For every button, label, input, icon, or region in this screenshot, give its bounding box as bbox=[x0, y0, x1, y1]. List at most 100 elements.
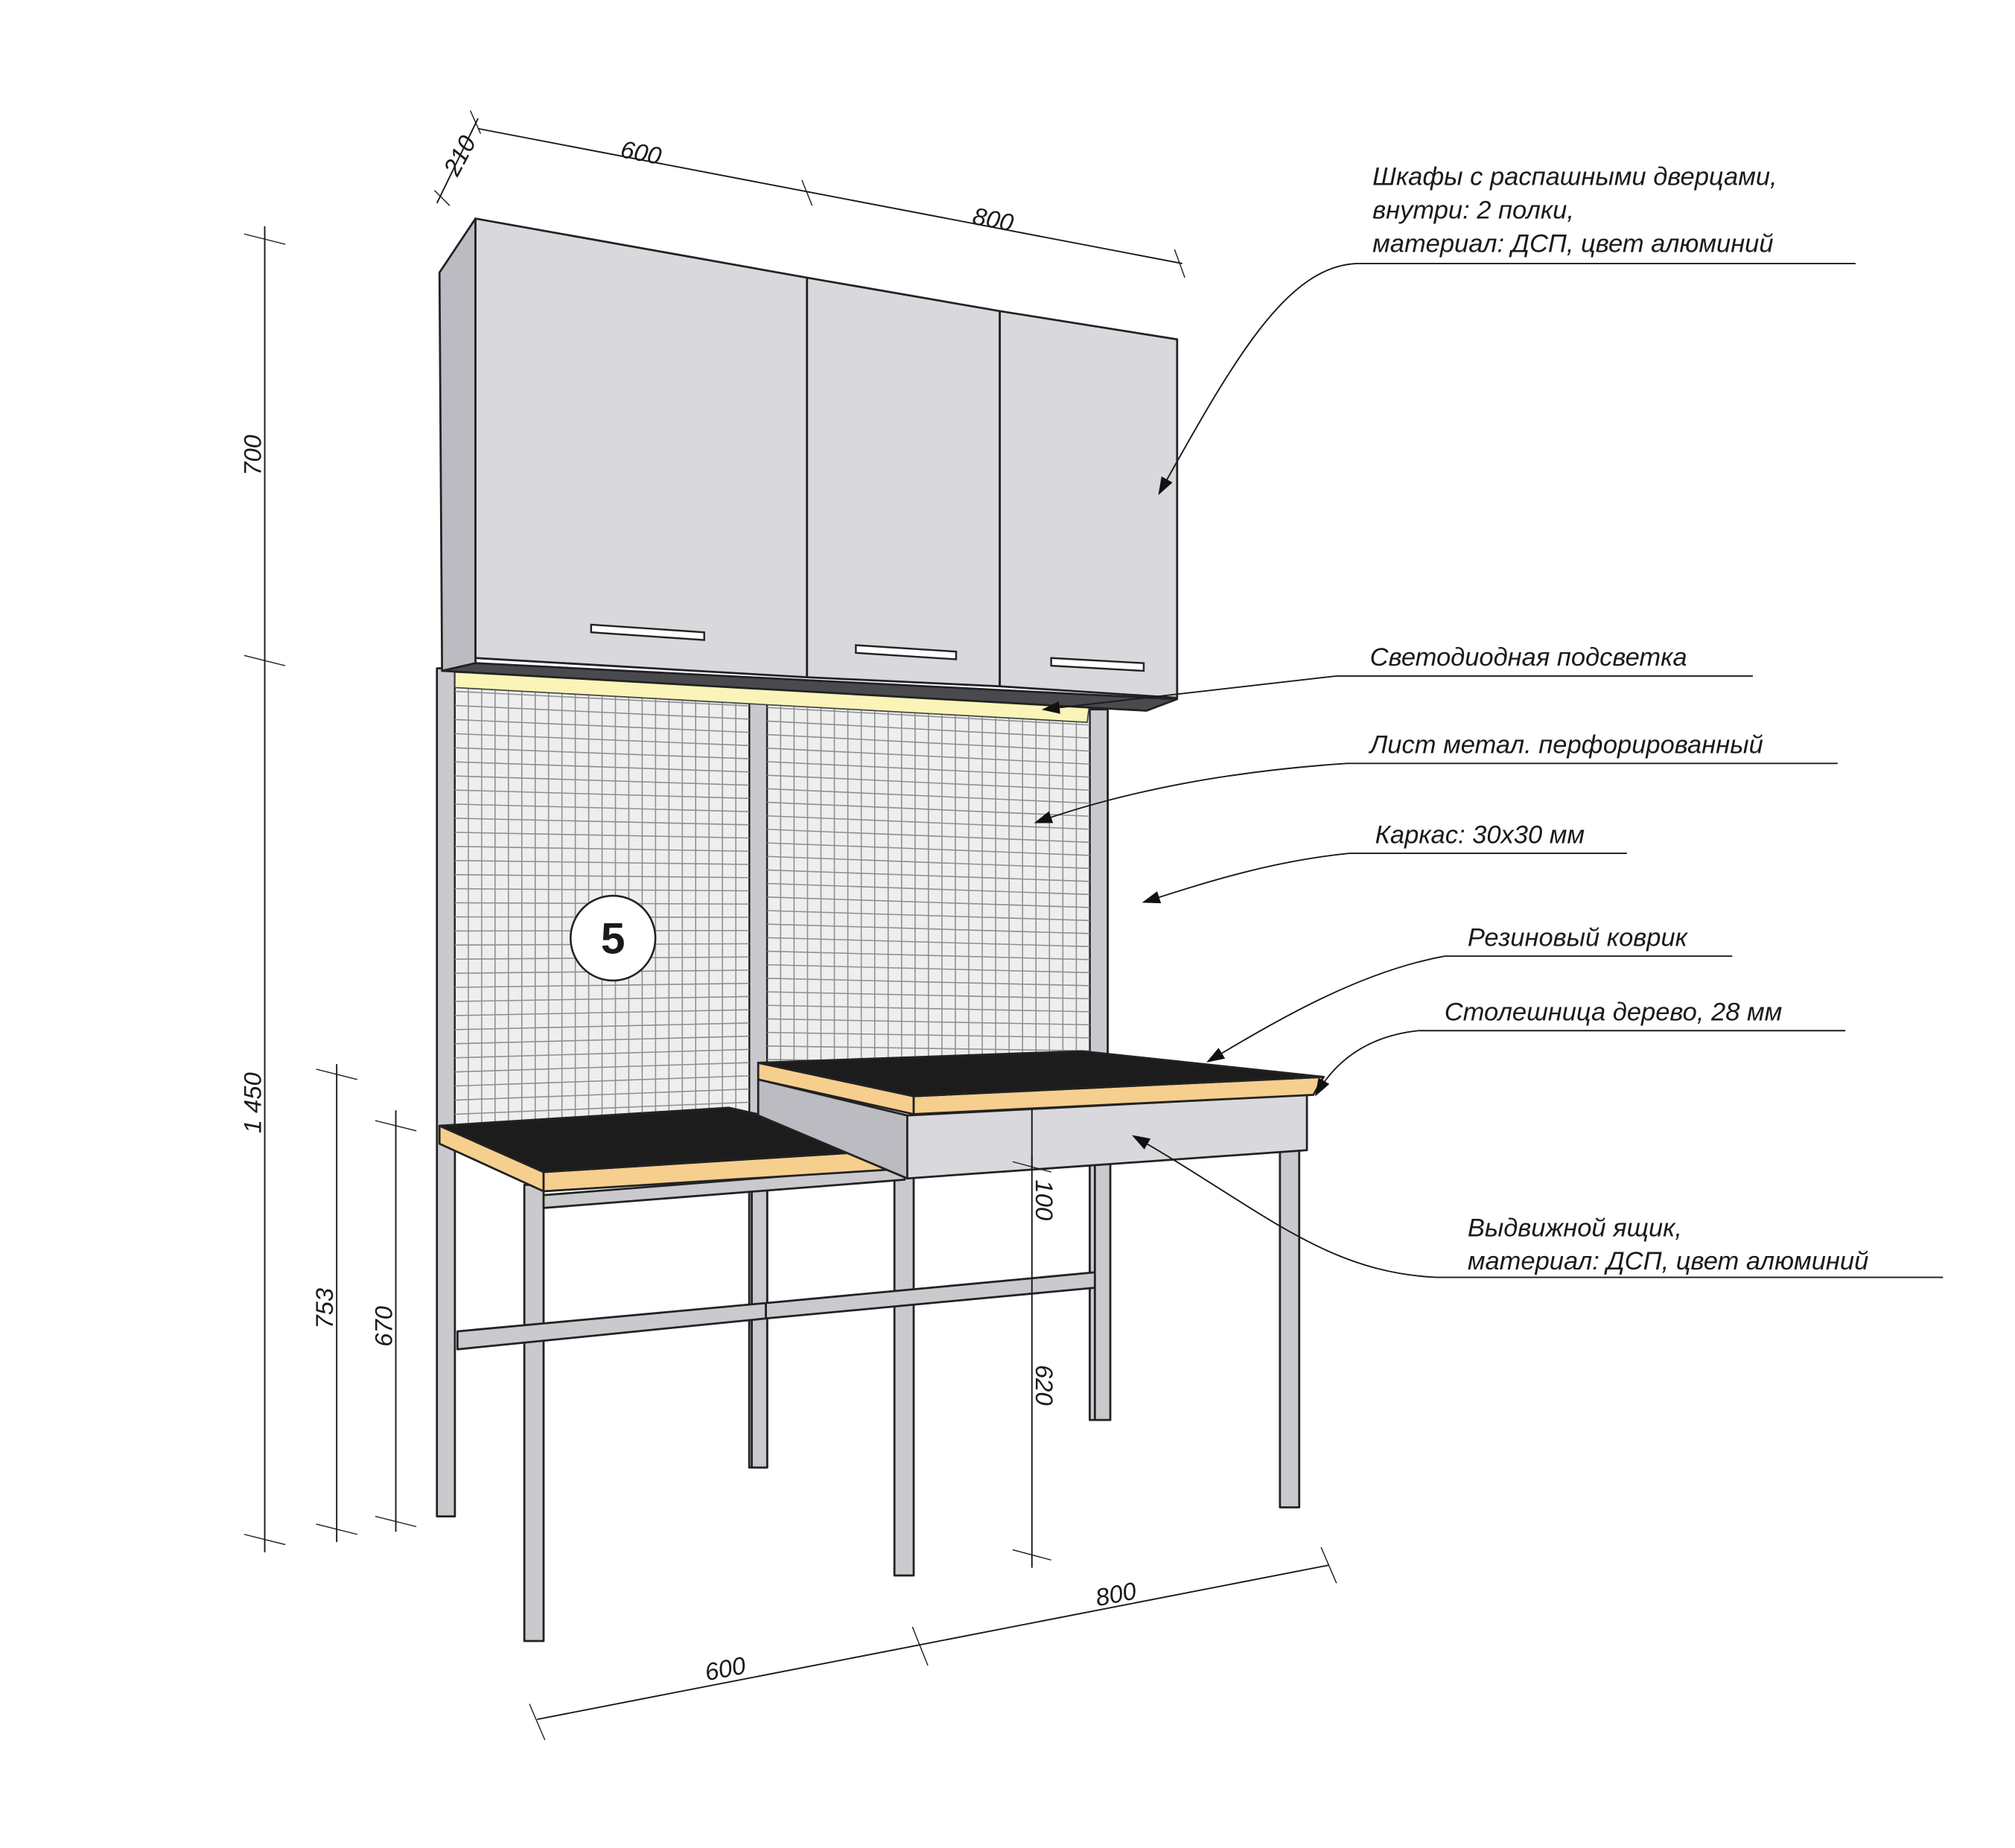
mesh-line bbox=[454, 846, 750, 853]
mesh-line bbox=[454, 832, 750, 839]
mesh-line bbox=[454, 1009, 750, 1016]
callout-cabinets-line3: материал: ДСП, цвет алюминий bbox=[1372, 229, 1773, 258]
callout-drawer-line1: Выдвижной ящик, bbox=[1468, 1214, 1682, 1242]
stretcher-left bbox=[456, 1301, 767, 1351]
callout-cabinets-line2: внутри: 2 полки, bbox=[1372, 197, 1574, 225]
dim-drawer-height: 100 bbox=[1031, 1179, 1058, 1220]
mesh-line bbox=[767, 869, 1090, 882]
dim-high-table: 753 bbox=[311, 1288, 338, 1329]
callout-led: Светодиодная подсветка bbox=[1370, 643, 1687, 672]
mesh-line bbox=[767, 1018, 1090, 1026]
mesh-line bbox=[767, 856, 1090, 870]
callout-drawer-leader bbox=[1132, 1135, 1437, 1278]
mesh-line bbox=[454, 873, 750, 879]
dim-cab-depth: 210 bbox=[437, 131, 481, 181]
mesh-line bbox=[767, 910, 1090, 922]
mesh-line bbox=[767, 923, 1090, 934]
dim-bottom-width-right: 800 bbox=[1093, 1577, 1139, 1612]
dim-bottom-width-left: 600 bbox=[702, 1651, 748, 1686]
high-table-rubber-mat bbox=[757, 1050, 1325, 1097]
mesh-line bbox=[454, 1048, 750, 1059]
cabinet-handle-left bbox=[590, 623, 705, 641]
mesh-line bbox=[767, 733, 1090, 752]
mesh-line bbox=[767, 842, 1090, 856]
mesh-line bbox=[454, 803, 750, 812]
cabinet-handle-middle bbox=[855, 644, 958, 660]
mesh-line bbox=[767, 707, 1090, 726]
mesh-line bbox=[767, 1031, 1090, 1039]
cabinet-side-face bbox=[438, 217, 477, 672]
callout-cabinets-leader bbox=[1158, 263, 1360, 495]
mesh-line bbox=[454, 1075, 750, 1087]
callouts: Шкафы с распашными дверцами, внутри: 2 п… bbox=[1034, 163, 1944, 1278]
callout-frame-leader bbox=[1142, 853, 1350, 904]
cabinet-handle-right bbox=[1050, 657, 1145, 672]
mesh-line bbox=[454, 1101, 750, 1115]
position-badge-label: 5 bbox=[601, 915, 625, 963]
mesh-line bbox=[767, 896, 1090, 908]
cabinet-door-middle bbox=[806, 276, 1002, 688]
callout-rubber-leader bbox=[1206, 955, 1445, 1062]
dim-cab-width-right: 800 bbox=[970, 202, 1016, 237]
mesh-line bbox=[767, 829, 1090, 844]
mesh-line bbox=[767, 774, 1090, 791]
callout-cabinets-line1: Шкафы с распашными дверцами, bbox=[1372, 163, 1777, 191]
callout-perforated-leader bbox=[1034, 762, 1347, 823]
mesh-line bbox=[454, 1088, 750, 1101]
callout-led-leader bbox=[1041, 675, 1337, 714]
callout-top: Столешница дерево, 28 мм bbox=[1445, 998, 1783, 1026]
mesh-line bbox=[454, 888, 750, 892]
mesh-line bbox=[454, 1022, 750, 1030]
mesh-line bbox=[454, 789, 750, 800]
mesh-line bbox=[767, 882, 1090, 896]
dim-drawer-clearance: 620 bbox=[1031, 1365, 1058, 1406]
mesh-line bbox=[767, 761, 1090, 778]
cabinet-door-right bbox=[999, 310, 1179, 699]
mesh-line bbox=[454, 733, 750, 747]
mesh-line bbox=[454, 859, 750, 865]
mesh-line bbox=[454, 690, 750, 707]
callout-drawer-line2: материал: ДСП, цвет алюминий bbox=[1468, 1247, 1868, 1275]
mesh-line bbox=[767, 815, 1090, 830]
cabinet-bottom-face bbox=[441, 662, 1179, 712]
mesh-line bbox=[454, 719, 750, 733]
mesh-line bbox=[767, 950, 1090, 960]
mesh-line bbox=[767, 1004, 1090, 1013]
frame-post-back-left bbox=[436, 667, 456, 1517]
dim-total-height: 1 450 bbox=[238, 1072, 266, 1133]
upper-cabinets bbox=[438, 217, 1179, 712]
mesh-line bbox=[454, 747, 750, 759]
perforated-sheet-right bbox=[766, 692, 1091, 1078]
low-table-leg-front-left bbox=[523, 1183, 545, 1643]
mesh-line bbox=[767, 720, 1090, 739]
high-table bbox=[757, 1050, 1325, 1508]
mesh-line bbox=[454, 775, 750, 786]
mesh-line bbox=[454, 1035, 750, 1045]
mesh-line bbox=[454, 1062, 750, 1073]
callout-rubber: Резиновый коврик bbox=[1468, 923, 1689, 952]
low-table-leg-front-right bbox=[893, 1165, 915, 1577]
mesh-line bbox=[454, 995, 750, 1002]
stretcher-right bbox=[765, 1271, 1098, 1320]
callout-perforated: Лист метал. перфорированный bbox=[1369, 730, 1763, 759]
mesh-line bbox=[767, 978, 1090, 987]
dim-cab-width-left: 600 bbox=[618, 135, 663, 170]
dim-cab-height: 700 bbox=[238, 435, 266, 476]
callout-top-leader bbox=[1314, 1030, 1419, 1097]
mesh-line bbox=[454, 761, 750, 773]
high-table-leg-front-right bbox=[1279, 1146, 1301, 1508]
cabinet-door-left bbox=[474, 217, 809, 679]
mesh-line bbox=[767, 788, 1090, 804]
low-table bbox=[438, 1106, 1098, 1643]
mesh-line bbox=[767, 937, 1090, 948]
mesh-line bbox=[454, 704, 750, 720]
position-badge: 5 bbox=[569, 894, 657, 982]
mesh-line bbox=[454, 818, 750, 826]
mesh-line bbox=[767, 1045, 1090, 1052]
mesh-line bbox=[767, 963, 1090, 974]
mesh-line bbox=[454, 982, 750, 988]
high-table-leg-back bbox=[1093, 1155, 1112, 1421]
dim-low-table: 670 bbox=[369, 1306, 397, 1347]
mesh-line bbox=[767, 748, 1090, 765]
